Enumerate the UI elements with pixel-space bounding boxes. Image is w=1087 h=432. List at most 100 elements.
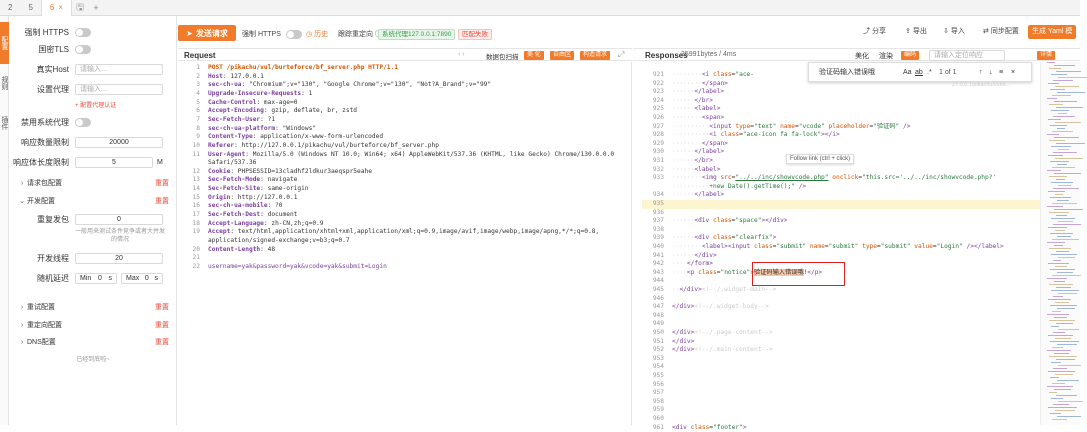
header-value: : "Chromium";v="130", "Google Chrome";v=… <box>241 81 492 89</box>
history-button[interactable]: ◷历史 <box>306 31 329 38</box>
close-icon[interactable]: × <box>1011 68 1016 76</box>
response-search-input[interactable]: 请输入定位响应 <box>929 50 1005 61</box>
minimap-stroke <box>1053 368 1067 369</box>
packet-scan-label[interactable]: 数据包扫描 <box>486 54 519 61</box>
force-https-toggle[interactable] <box>75 27 91 37</box>
minimap-stroke <box>1056 359 1075 360</box>
line-number: 2 <box>196 72 200 80</box>
detail-button[interactable]: 详情 <box>1037 51 1056 60</box>
minimap-stroke <box>1056 395 1077 396</box>
code-content: </div><!--/.main-content--> <box>672 346 773 354</box>
reset-button[interactable]: 重置 <box>155 180 169 187</box>
delay-label: 随机延迟 <box>37 273 69 283</box>
code-content: ········<span> <box>672 114 725 121</box>
response-line: 939······<div class="clearfix"> <box>642 234 777 243</box>
code-content: </div><!--/.widget-body--> <box>672 303 769 311</box>
proxy-input[interactable]: 请输入... <box>75 83 163 95</box>
reset-button[interactable]: 重置 <box>155 304 169 311</box>
menu-icon[interactable]: ≡ <box>999 68 1004 76</box>
line-number: 921 <box>652 71 664 78</box>
add-tab-icon[interactable]: + <box>93 2 99 13</box>
export-button[interactable]: ⇪导出 <box>905 28 927 35</box>
follow-redirect-option[interactable]: 跟踪重定向ⓘ <box>338 29 382 39</box>
minimap-stroke <box>1056 323 1073 324</box>
minimap-stroke <box>1052 131 1073 132</box>
match-fail-badge: 匹配失败 <box>458 29 492 40</box>
vtab-plugins[interactable]: 插件 <box>1 116 8 130</box>
render-toggle[interactable]: 渲染 <box>879 53 893 60</box>
regex-icon[interactable]: .* <box>927 68 932 76</box>
minimap-stroke <box>1054 245 1063 246</box>
send-request-button[interactable]: ➤发送请求 <box>178 25 236 41</box>
generate-yaml-button[interactable]: 生成 Yaml 模 <box>1028 25 1077 39</box>
header-value: : http://127.0.0.1 <box>230 193 298 201</box>
encode-dropdown[interactable]: 编码 <box>901 51 920 60</box>
response-line: 945··</div><!--/.widget-main--> <box>642 286 777 295</box>
clock-icon: ◷ <box>306 31 313 38</box>
line-number: 933 <box>652 174 664 182</box>
reset-button[interactable]: 重置 <box>155 198 169 205</box>
minimap-stroke <box>1051 146 1071 147</box>
import-button[interactable]: ⇩导入 <box>943 28 965 35</box>
find-input[interactable]: 验证码输入错误哦 <box>819 69 875 76</box>
force-https-switch[interactable] <box>285 29 302 39</box>
free-zone-button[interactable]: 自由区 <box>550 51 575 60</box>
nav-arrows-icon[interactable]: ‹ › <box>458 51 465 58</box>
tab-6[interactable]: 6× <box>40 0 73 16</box>
header-value: : document <box>260 211 298 219</box>
response-line: 933········<img src="../../inc/showvcode… <box>642 174 996 183</box>
reset-button[interactable]: 重置 <box>155 322 169 329</box>
header-key: sec-ch-ua-platform <box>208 124 276 132</box>
gm-tls-toggle[interactable] <box>75 44 91 54</box>
sync-config-button[interactable]: ⇄同步配置 <box>983 28 1019 35</box>
section-retry-config[interactable]: ›重试配置重置 <box>9 300 177 314</box>
code-minimap[interactable] <box>1040 62 1087 425</box>
minimap-stroke <box>1053 188 1079 189</box>
section-send-config[interactable]: ⌄开发配置重置 <box>9 194 177 208</box>
close-icon[interactable]: × <box>58 2 64 12</box>
minimap-stroke <box>1058 293 1077 294</box>
threads-input[interactable]: 20 <box>75 252 163 264</box>
export-icon: ⇪ <box>905 28 911 35</box>
vtab-config[interactable]: 配置 <box>0 22 9 64</box>
repeat-input[interactable]: 0 <box>75 213 163 225</box>
beautify-button[interactable]: 美 化 <box>524 51 544 60</box>
section-request-config[interactable]: ›请求包配置重置 <box>9 176 177 190</box>
section-dns-config[interactable]: ›DNS配置重置 <box>9 335 177 349</box>
arrow-down-icon[interactable]: ↓ <box>989 68 993 76</box>
response-editor[interactable]: 921········<i class="ace-922········</sp… <box>642 62 1040 431</box>
real-host-input[interactable]: 请输入... <box>75 63 163 75</box>
beautify-toggle[interactable]: 美化 <box>855 53 869 60</box>
disable-sys-proxy-toggle[interactable] <box>75 117 91 127</box>
minimap-stroke <box>1054 65 1075 66</box>
repeat-label: 重复发包 <box>37 214 69 224</box>
force-https-option[interactable]: 强制 HTTPS <box>242 29 302 39</box>
reset-button[interactable]: 重置 <box>155 339 169 346</box>
disable-sys-proxy-label: 禁用系统代理 <box>21 117 69 127</box>
response-line: 936 <box>642 209 672 218</box>
save-icon[interactable]: 🖫 <box>76 1 84 12</box>
minimap-stroke <box>1054 281 1065 282</box>
tab-2[interactable]: 2 <box>8 2 13 12</box>
header-key: Sec-Fetch-Mode <box>208 176 261 184</box>
construct-request-button[interactable]: 构造请求 <box>580 51 611 60</box>
expand-icon[interactable]: ⤢ <box>618 50 625 59</box>
share-icon: ⤴ <box>863 28 870 35</box>
share-button[interactable]: ⤴分享 <box>863 28 886 35</box>
vtab-rules[interactable]: 规则 <box>1 76 8 90</box>
header-key: Accept-Language <box>208 219 264 227</box>
minimap-stroke <box>1052 275 1081 276</box>
arrow-up-icon[interactable]: ↑ <box>979 68 983 76</box>
resp-limit-input[interactable]: 20000 <box>75 136 163 148</box>
proxy-auth-link[interactable]: + 配置代理认证 <box>75 103 117 109</box>
section-redirect-config[interactable]: ›重定向配置重置 <box>9 318 177 332</box>
match-case-icon[interactable]: Aa <box>903 68 912 76</box>
whole-word-icon[interactable]: ab <box>915 68 923 76</box>
body-limit-input[interactable]: 5 <box>75 156 153 168</box>
tab-5[interactable]: 5 <box>28 2 33 12</box>
header-key: Cache-Control <box>208 98 257 106</box>
